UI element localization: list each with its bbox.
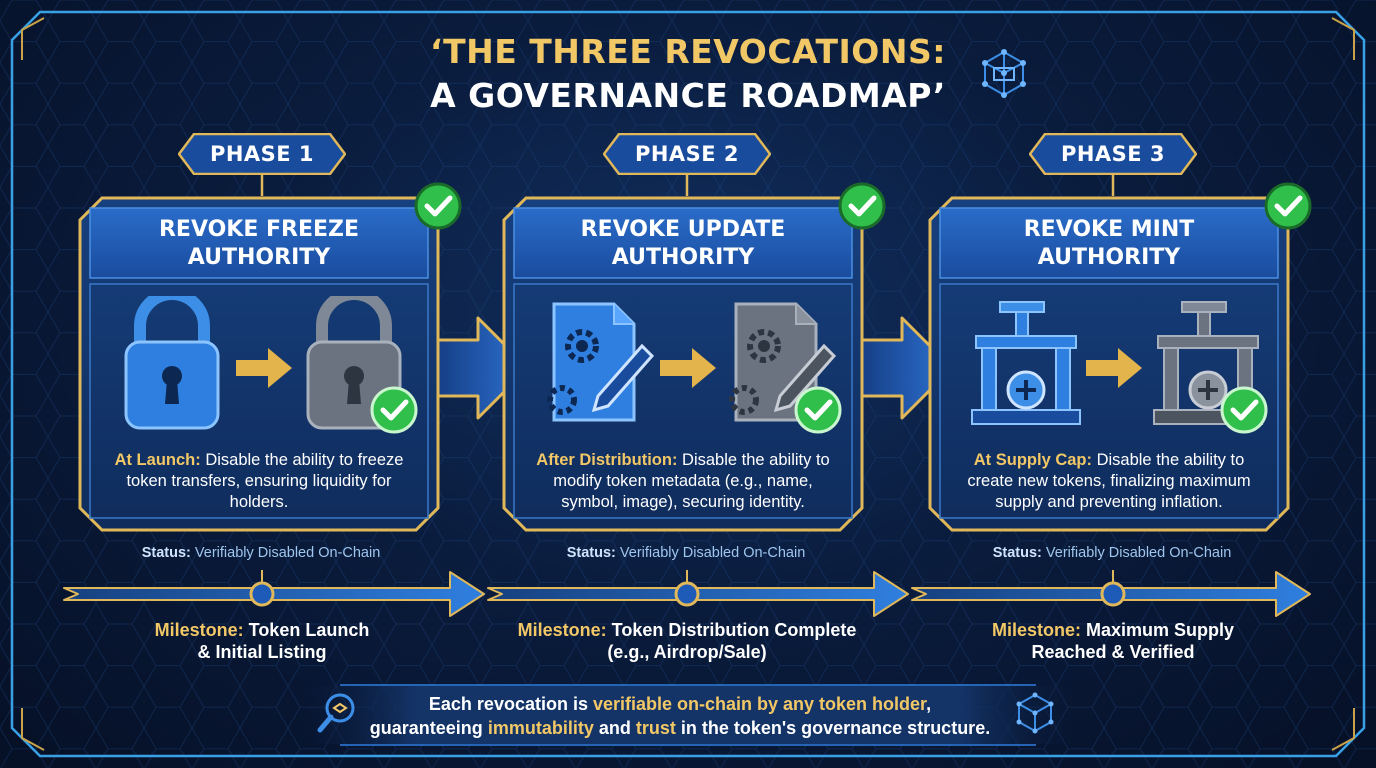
description-text: Disable the ability to modify token meta… bbox=[553, 451, 830, 511]
footer-text: Each revocation is verifiable on-chain b… bbox=[360, 692, 1000, 740]
phase-3-status: Status: Verifiably Disabled On-Chain bbox=[931, 545, 1293, 561]
footer-text-f: and bbox=[593, 718, 636, 738]
cube-network-icon bbox=[982, 49, 1026, 98]
arrow-right-icon bbox=[236, 348, 292, 388]
title-line-1: ‘THE THREE REVOCATIONS: bbox=[430, 32, 946, 71]
card-title-line-2: AUTHORITY bbox=[1037, 245, 1181, 270]
card-icon-row bbox=[547, 302, 842, 434]
phase-label-text: PHASE 3 bbox=[1060, 142, 1166, 166]
phase-2-label: PHASE 2 bbox=[603, 133, 771, 175]
footer-text-d: guaranteeing bbox=[369, 718, 488, 738]
status-text: Verifiably Disabled On-Chain bbox=[1041, 545, 1232, 561]
footer-text-h: in the token's governance structure. bbox=[675, 718, 991, 738]
phase-3-card: REVOKE MINT AUTHORITY bbox=[928, 182, 1312, 532]
milestone-text-1: Maximum Supply bbox=[1080, 620, 1235, 640]
check-icon bbox=[370, 386, 418, 434]
cube-network-icon bbox=[1016, 692, 1054, 734]
card-description: After Distribution: Disable the ability … bbox=[524, 450, 842, 513]
check-badge-icon bbox=[1264, 182, 1312, 230]
check-icon bbox=[794, 386, 842, 434]
arrow-right-icon bbox=[660, 348, 716, 388]
phase-3-milestone: Milestone: Maximum Supply Reached & Veri… bbox=[913, 619, 1313, 663]
title-line-2: A GOVERNANCE ROADMAP’ bbox=[430, 76, 946, 115]
timeline-arrow-3 bbox=[911, 570, 1311, 617]
status-label: Status: bbox=[992, 545, 1042, 561]
footer-text-a: Each revocation is bbox=[428, 694, 593, 714]
phase-1-status: Status: Verifiably Disabled On-Chain bbox=[80, 545, 442, 561]
milestone-label: Milestone: bbox=[991, 620, 1081, 640]
timeline-arrow-1 bbox=[63, 570, 485, 617]
phase-2-milestone: Milestone: Token Distribution Complete (… bbox=[487, 619, 887, 663]
phase-3-label: PHASE 3 bbox=[1029, 133, 1197, 175]
milestone-text-1: Token Launch bbox=[243, 620, 370, 640]
phase-1-card: REVOKE FREEZE AUTHORITY bbox=[78, 182, 462, 532]
arrow-right-icon bbox=[1086, 348, 1142, 388]
card-title-line-2: AUTHORITY bbox=[611, 245, 755, 270]
phase-label-text: PHASE 1 bbox=[209, 142, 315, 166]
milestone-label: Milestone: bbox=[517, 620, 607, 640]
footer-highlight-verifiable: verifiable on-chain by any token holder bbox=[592, 694, 927, 714]
phase-2-status: Status: Verifiably Disabled On-Chain bbox=[505, 545, 867, 561]
milestone-text-2: Reached & Verified bbox=[1031, 642, 1195, 662]
description-label: At Supply Cap: bbox=[973, 451, 1092, 469]
footer-banner: Each revocation is verifiable on-chain b… bbox=[300, 684, 1076, 746]
lock-icon bbox=[124, 296, 220, 430]
phase-1-milestone: Milestone: Token Launch & Initial Listin… bbox=[62, 619, 462, 663]
mint-press-icon bbox=[971, 301, 1081, 425]
footer-text-c: , bbox=[926, 694, 932, 714]
phase-2-card: REVOKE UPDATE AUTHORITY bbox=[502, 182, 886, 532]
description-text: Disable the ability to create new tokens… bbox=[967, 451, 1251, 511]
card-title-line-1: REVOKE FREEZE bbox=[158, 217, 360, 242]
card-title-line-2: AUTHORITY bbox=[187, 245, 331, 270]
card-icon-row bbox=[124, 296, 418, 434]
footer-highlight-trust: trust bbox=[635, 718, 676, 738]
status-label: Status: bbox=[566, 545, 616, 561]
card-title: REVOKE UPDATE AUTHORITY bbox=[512, 216, 854, 272]
status-text: Verifiably Disabled On-Chain bbox=[615, 545, 806, 561]
metadata-edit-icon bbox=[547, 302, 655, 422]
magnifier-icon bbox=[317, 693, 355, 733]
phase-label-text: PHASE 2 bbox=[634, 142, 740, 166]
check-badge-icon bbox=[838, 182, 886, 230]
phase-1-label: PHASE 1 bbox=[178, 133, 346, 175]
milestone-text-2: (e.g., Airdrop/Sale) bbox=[607, 642, 767, 662]
check-badge-icon bbox=[414, 182, 462, 230]
card-icon-row bbox=[971, 301, 1268, 434]
description-text: Disable the ability to freeze token tran… bbox=[126, 451, 404, 511]
page-title: ‘THE THREE REVOCATIONS: A GOVERNANCE ROA… bbox=[300, 30, 1076, 118]
footer-highlight-immutability: immutability bbox=[487, 718, 594, 738]
check-icon bbox=[1220, 386, 1268, 434]
description-label: At Launch: bbox=[114, 451, 201, 469]
card-title: REVOKE MINT AUTHORITY bbox=[938, 216, 1280, 272]
card-title-line-1: REVOKE UPDATE bbox=[580, 217, 786, 242]
timeline-arrow-2 bbox=[487, 570, 909, 617]
status-label: Status: bbox=[141, 545, 191, 561]
metadata-edit-disabled-icon bbox=[729, 302, 837, 422]
card-description: At Supply Cap: Disable the ability to cr… bbox=[950, 450, 1268, 513]
timeline bbox=[63, 570, 1311, 617]
card-title: REVOKE FREEZE AUTHORITY bbox=[88, 216, 430, 272]
milestone-text-1: Token Distribution Complete bbox=[606, 620, 857, 640]
milestone-label: Milestone: bbox=[154, 620, 244, 640]
milestone-text-2: & Initial Listing bbox=[197, 642, 327, 662]
description-label: After Distribution: bbox=[536, 451, 678, 469]
card-title-line-1: REVOKE MINT bbox=[1023, 217, 1195, 242]
card-description: At Launch: Disable the ability to freeze… bbox=[100, 450, 418, 513]
status-text: Verifiably Disabled On-Chain bbox=[190, 545, 381, 561]
